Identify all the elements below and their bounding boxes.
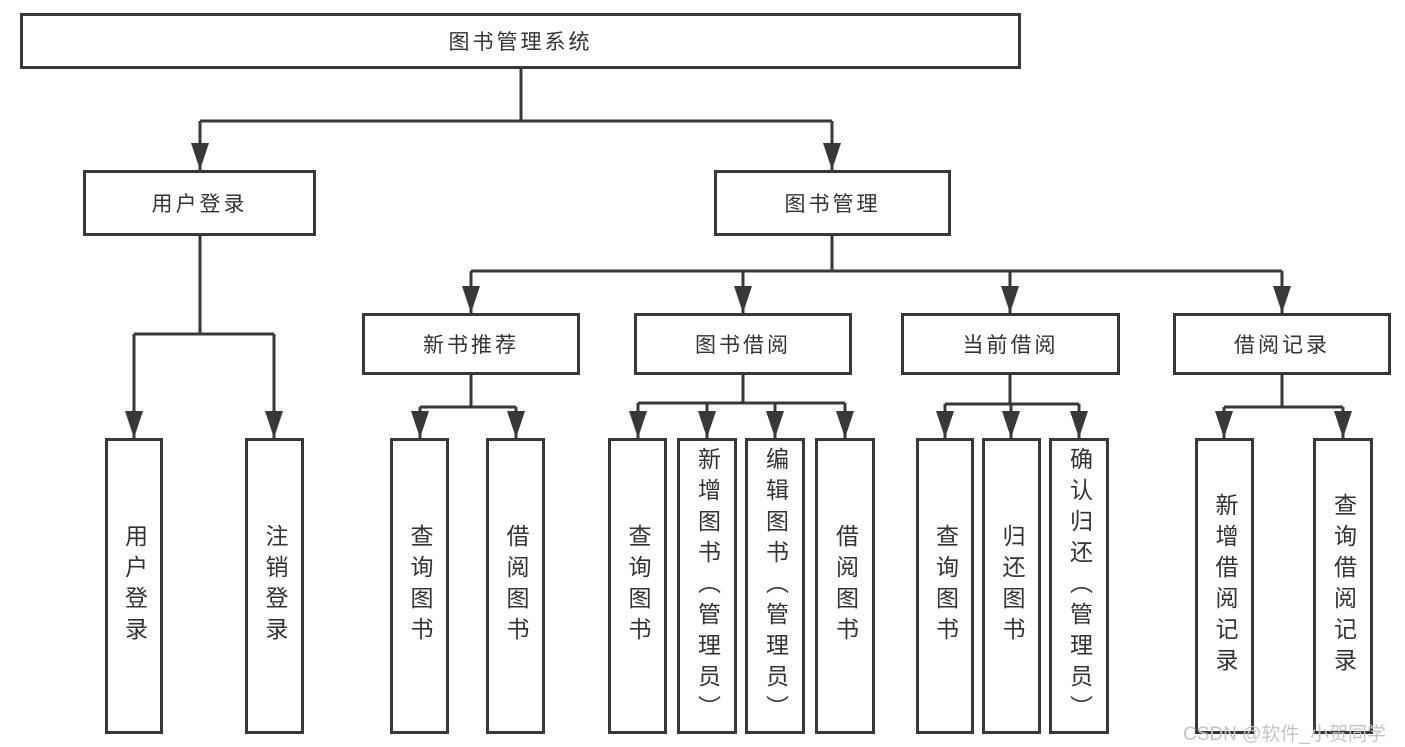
leaf-query-books-recommend: 查询图书 (390, 438, 449, 734)
leaf-query-borrow-record: 查询借阅记录 (1313, 438, 1373, 734)
leaf-query-books-current: 查询图书 (916, 438, 974, 734)
edge-book-borrow-split (629, 375, 854, 438)
edge-new-book-split (411, 375, 525, 438)
node-label: 查询图书 (932, 524, 959, 648)
node-label: 编辑图书（管理员） (762, 446, 789, 726)
node-borrowing-records: 借阅记录 (1173, 313, 1391, 375)
node-label: 归还图书 (999, 524, 1025, 648)
node-label: 图书管理系统 (448, 31, 593, 54)
edge-borrow-record-split (1215, 375, 1352, 438)
node-user-login: 用户登录 (83, 170, 316, 236)
node-book-borrowing: 图书借阅 (634, 313, 852, 375)
node-label: 新增借阅记录 (1212, 493, 1238, 679)
leaf-return-books: 归还图书 (982, 438, 1041, 734)
node-label: 新书推荐 (423, 334, 519, 357)
leaf-query-books-borrow: 查询图书 (608, 438, 667, 734)
edge-user-login-split (125, 236, 283, 438)
node-label: 注销登录 (262, 524, 288, 648)
node-label: 查询借阅记录 (1330, 493, 1357, 679)
leaf-borrow-books: 借阅图书 (815, 438, 875, 734)
node-library-management-system: 图书管理系统 (20, 13, 1021, 69)
node-current-borrowing: 当前借阅 (901, 313, 1120, 375)
node-label: 借阅图书 (832, 524, 859, 648)
node-label: 用户登录 (151, 193, 248, 216)
edge-current-borrow-split (936, 375, 1088, 438)
node-label: 当前借阅 (962, 334, 1059, 357)
node-label: 查询图书 (625, 524, 651, 648)
node-label: 借阅记录 (1234, 334, 1330, 357)
node-book-management: 图书管理 (714, 170, 951, 236)
node-label: 图书管理 (784, 193, 881, 216)
node-new-book-recommendation: 新书推荐 (362, 313, 580, 375)
leaf-edit-books-admin: 编辑图书（管理员） (745, 438, 805, 734)
leaf-borrow-books-recommend: 借阅图书 (486, 438, 545, 734)
leaf-logout: 注销登录 (245, 438, 304, 734)
leaf-add-books-admin: 新增图书（管理员） (677, 438, 737, 734)
node-label: 借阅图书 (503, 524, 529, 648)
node-label: 用户登录 (121, 524, 148, 648)
node-label: 新增图书（管理员） (694, 446, 721, 726)
node-label: 图书借阅 (695, 334, 791, 357)
leaf-user-login: 用户登录 (105, 438, 163, 734)
node-label: 查询图书 (407, 524, 433, 648)
edge-book-mgmt-split (462, 236, 1291, 313)
leaf-add-borrow-record: 新增借阅记录 (1195, 438, 1254, 734)
csdn-watermark: CSDN @软件_小贺同学 (1183, 724, 1386, 745)
edge-root-split (191, 69, 841, 170)
node-label: 确认归还（管理员） (1066, 446, 1093, 726)
leaf-confirm-return-admin: 确认归还（管理员） (1049, 438, 1109, 734)
